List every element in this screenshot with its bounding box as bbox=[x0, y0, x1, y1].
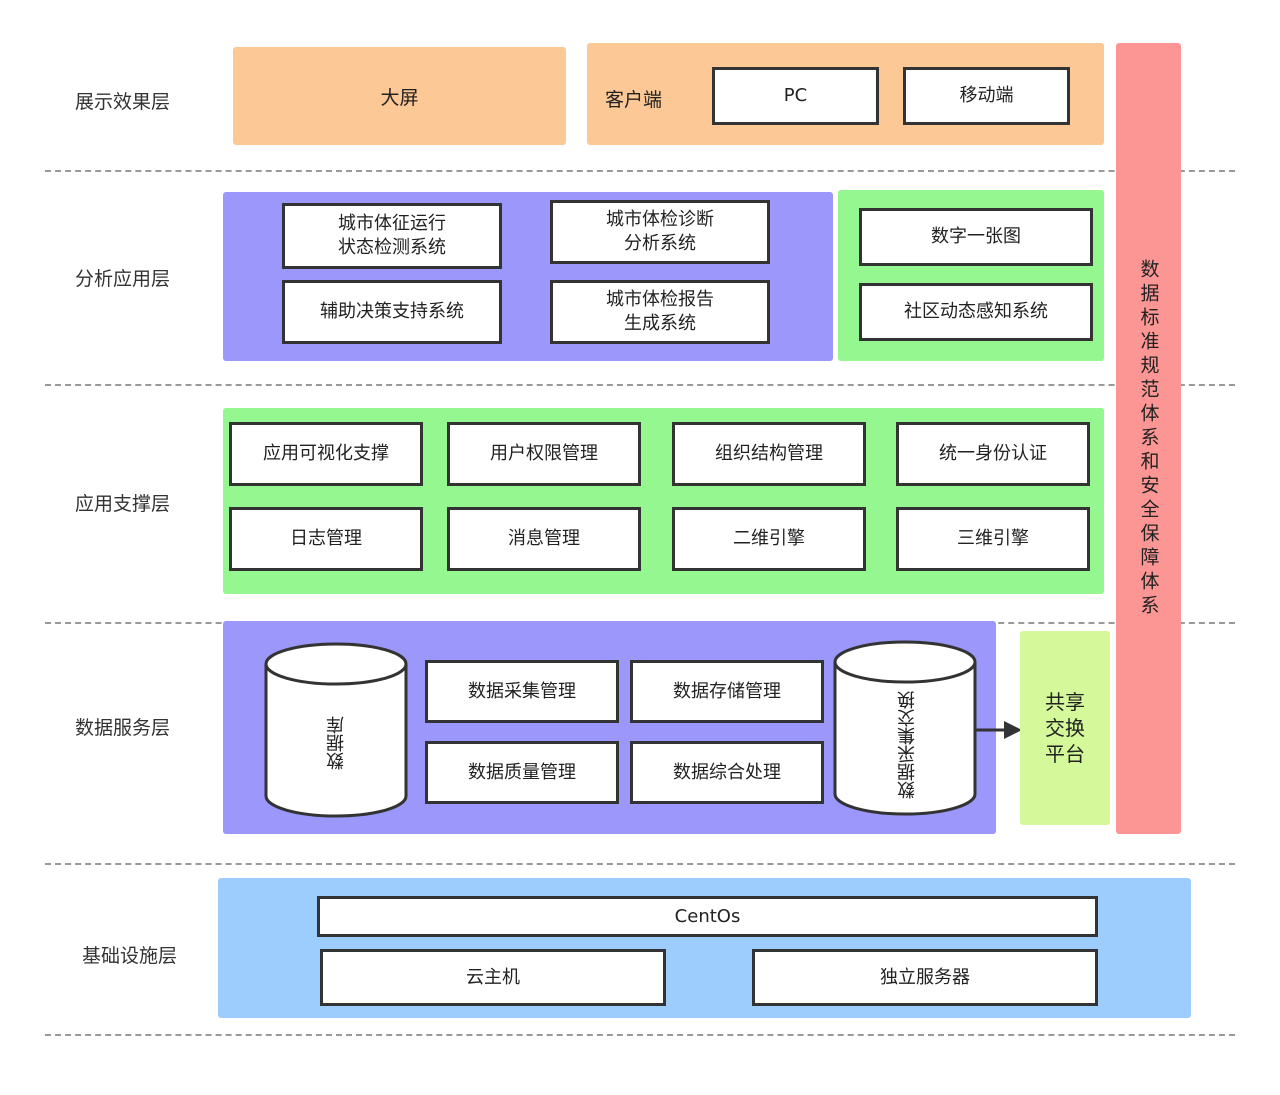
data-service-item-1: 数据采集管理 bbox=[425, 660, 619, 723]
separator-5 bbox=[45, 1034, 1235, 1036]
support-item-4: 统一身份认证 bbox=[896, 422, 1090, 486]
support-item-6: 消息管理 bbox=[447, 507, 641, 571]
data-service-item-4: 数据综合处理 bbox=[630, 741, 824, 804]
community-perception-box: 社区动态感知系统 bbox=[859, 283, 1093, 341]
share-platform-label: 共享 交换 平台 bbox=[1045, 690, 1085, 766]
standards-security-label: 数据标准规范体系和安全保障体系 bbox=[1137, 258, 1160, 619]
client-label: 客户端 bbox=[605, 89, 663, 111]
analysis-item-4: 城市体检报告 生成系统 bbox=[550, 280, 770, 344]
analysis-item-1: 城市体征运行 状态检测系统 bbox=[282, 203, 502, 269]
layer-label-support: 应用支撑层 bbox=[75, 493, 171, 515]
layer-label-infrastructure: 基础设施层 bbox=[82, 945, 178, 967]
pc-box: PC bbox=[712, 67, 879, 125]
centos-box: CentOs bbox=[317, 896, 1098, 937]
share-platform-panel: 共享 交换 平台 bbox=[1020, 631, 1110, 825]
big-screen-label: 大屏 bbox=[380, 86, 419, 109]
analysis-item-3: 辅助决策支持系统 bbox=[282, 280, 502, 344]
analysis-item-3-label: 辅助决策支持系统 bbox=[320, 301, 464, 322]
digital-map-box: 数字一张图 bbox=[859, 208, 1093, 266]
standalone-server-box: 独立服务器 bbox=[752, 949, 1098, 1006]
cloud-host-box: 云主机 bbox=[320, 949, 666, 1006]
layer-label-presentation: 展示效果层 bbox=[75, 91, 171, 113]
exchange-cylinder bbox=[833, 640, 977, 816]
support-item-1: 应用可视化支撑 bbox=[229, 422, 423, 486]
database-label: 数据库 bbox=[326, 716, 347, 770]
database-cylinder bbox=[264, 642, 408, 818]
support-item-7: 二维引擎 bbox=[672, 507, 866, 571]
mobile-box: 移动端 bbox=[903, 67, 1070, 125]
support-item-2: 用户权限管理 bbox=[447, 422, 641, 486]
data-service-item-2: 数据存储管理 bbox=[630, 660, 824, 723]
big-screen-panel: 大屏 bbox=[233, 47, 566, 145]
separator-4 bbox=[45, 863, 1235, 865]
analysis-item-2: 城市体检诊断 分析系统 bbox=[550, 200, 770, 264]
support-item-8: 三维引擎 bbox=[896, 507, 1090, 571]
analysis-item-1-label: 城市体征运行 状态检测系统 bbox=[338, 213, 446, 258]
data-service-item-3: 数据质量管理 bbox=[425, 741, 619, 804]
exchange-label: 数据采集交换 bbox=[897, 691, 918, 799]
arrow-right-icon bbox=[976, 721, 1022, 739]
layer-label-analysis: 分析应用层 bbox=[75, 268, 171, 290]
analysis-item-4-label: 城市体检报告 生成系统 bbox=[606, 289, 714, 334]
separator-1 bbox=[45, 170, 1235, 172]
analysis-item-2-label: 城市体检诊断 分析系统 bbox=[606, 209, 714, 254]
support-item-5: 日志管理 bbox=[229, 507, 423, 571]
layer-label-data-service: 数据服务层 bbox=[75, 717, 171, 739]
support-item-3: 组织结构管理 bbox=[672, 422, 866, 486]
standards-security-bar: 数据标准规范体系和安全保障体系 bbox=[1116, 43, 1181, 834]
separator-2 bbox=[45, 384, 1235, 386]
